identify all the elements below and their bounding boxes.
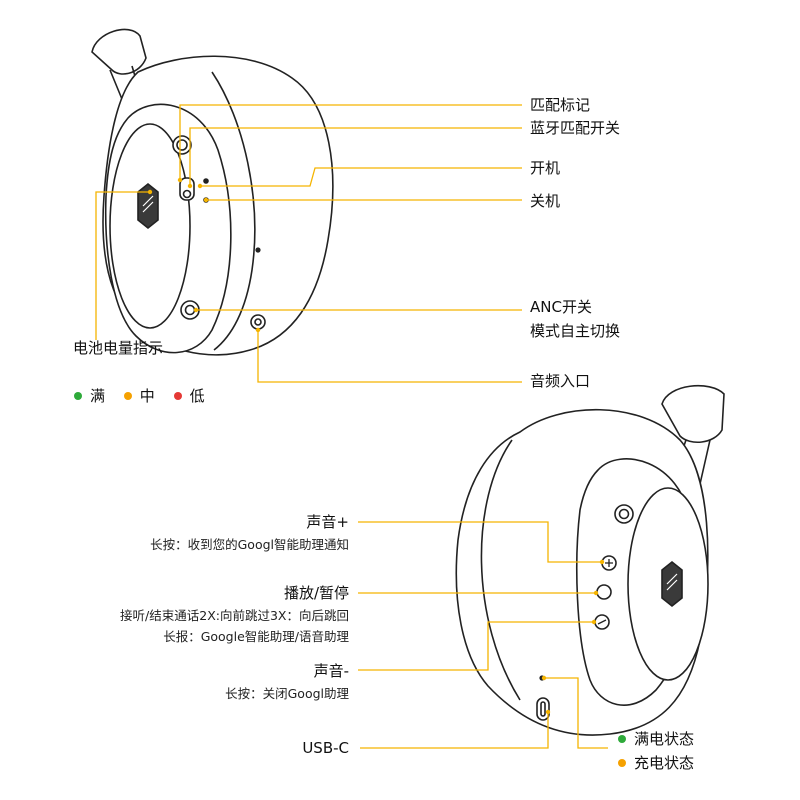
status-charging-label: 充电状态: [634, 754, 695, 772]
callout-vol-down: [358, 621, 594, 671]
desc-vol-up: 长按：收到您的Googl智能助理通知: [150, 537, 349, 552]
callout-battery: [95, 191, 150, 340]
legend-mid-label: 中: [139, 387, 155, 405]
legend-full-label: 满: [90, 387, 106, 405]
label-vol-down: 声音-: [313, 662, 349, 680]
label-power-on: 开机: [530, 159, 561, 177]
top-callout-lines: [95, 104, 522, 383]
desc-play-pause-1: 接听/结束通话2X:向前跳过3X：向后跳回: [120, 608, 349, 623]
status-full-label: 满电状态: [634, 730, 695, 748]
label-usb-c: USB-C: [302, 739, 349, 757]
legend-low-dot: [173, 392, 182, 400]
label-bt-pair-switch: 蓝牙匹配开关: [530, 119, 621, 137]
label-anc-line2: 模式自主切换: [530, 322, 621, 340]
callout-pair-indicator: [179, 104, 522, 180]
top-audio-jack: [250, 314, 266, 330]
bottom-headphone: [455, 384, 725, 736]
minus-icon: [597, 619, 607, 625]
legend-low-label: 低: [189, 387, 205, 405]
bottom-usb-port: [536, 697, 550, 721]
callout-status: [544, 677, 608, 749]
callout-bt-pair-switch: [189, 127, 522, 186]
top-headphone: [91, 28, 334, 356]
battery-legend: 满 中 低: [74, 387, 205, 405]
bottom-headband-slider: [661, 384, 725, 443]
label-pair-indicator: 匹配标记: [530, 96, 591, 114]
top-pair-button: [172, 135, 192, 155]
status-charging-dot: [618, 759, 626, 767]
top-logo-badge-icon: [137, 182, 159, 230]
label-anc-line1: ANC开关: [530, 298, 592, 316]
callout-audio-in: [257, 330, 522, 383]
top-power-switch: [179, 177, 195, 201]
label-battery-indicator: 电池电量指示: [73, 339, 164, 357]
label-play-pause: 播放/暂停: [283, 584, 349, 602]
top-headband-slider: [91, 28, 147, 75]
status-full-row: 满电状态: [618, 730, 694, 748]
legend-mid-dot: [123, 392, 132, 400]
desc-vol-down: 长按：关闭Googl助理: [225, 686, 349, 701]
label-vol-up: 声音+: [306, 513, 349, 531]
callout-power-on: [200, 167, 522, 187]
label-power-off: 关机: [530, 192, 561, 210]
desc-play-pause-2: 长报：Google智能助理/语音助理: [163, 629, 349, 644]
bottom-callout-lines: [358, 521, 608, 749]
bottom-logo-badge-icon: [661, 560, 683, 608]
callout-vol-up: [358, 521, 602, 563]
status-charging-row: 充电状态: [618, 754, 694, 772]
bottom-play-button: [596, 584, 612, 600]
legend-full-dot: [74, 392, 82, 400]
status-full-dot: [618, 735, 626, 743]
label-audio-in: 音频入口: [530, 372, 591, 390]
callout-usb-c: [360, 712, 549, 749]
plus-icon: [605, 559, 613, 567]
